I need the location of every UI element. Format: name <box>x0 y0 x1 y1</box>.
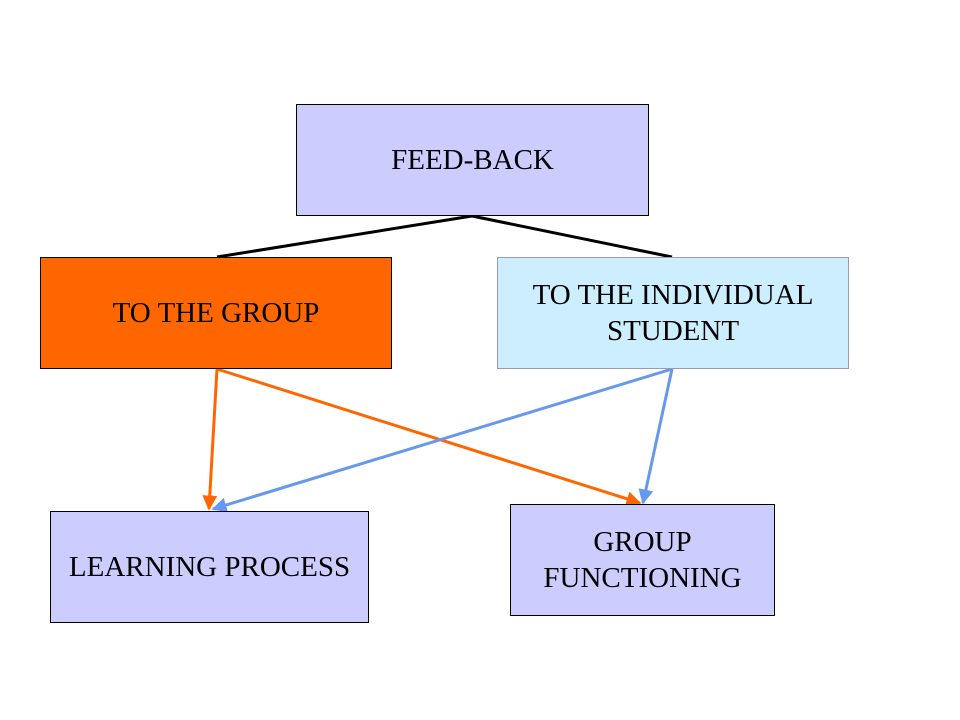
edge-group-to-functioning <box>216 367 642 507</box>
edge-individual-to-learning <box>211 367 673 513</box>
node-feedback-label: FEED-BACK <box>391 143 554 176</box>
node-learning-process-label: LEARNING PROCESS <box>68 550 351 583</box>
node-to-the-group: TO THE GROUP <box>40 257 392 369</box>
edge-individual-to-functioning <box>638 368 674 505</box>
node-group-functioning-label: GROUP FUNCTIONING <box>543 525 742 594</box>
edge-group-to-learning <box>202 368 219 511</box>
node-to-the-individual-student-label: TO THE INDIVIDUAL STUDENT <box>532 278 814 347</box>
edge-feedback-to-group <box>216 214 473 259</box>
edge-feedback-to-individual <box>471 214 673 259</box>
node-learning-process: LEARNING PROCESS <box>50 511 369 623</box>
node-group-functioning: GROUP FUNCTIONING <box>510 504 775 616</box>
node-to-the-individual-student: TO THE INDIVIDUAL STUDENT <box>497 257 849 369</box>
node-to-the-group-label: TO THE GROUP <box>112 296 320 329</box>
node-feedback: FEED-BACK <box>296 104 649 216</box>
